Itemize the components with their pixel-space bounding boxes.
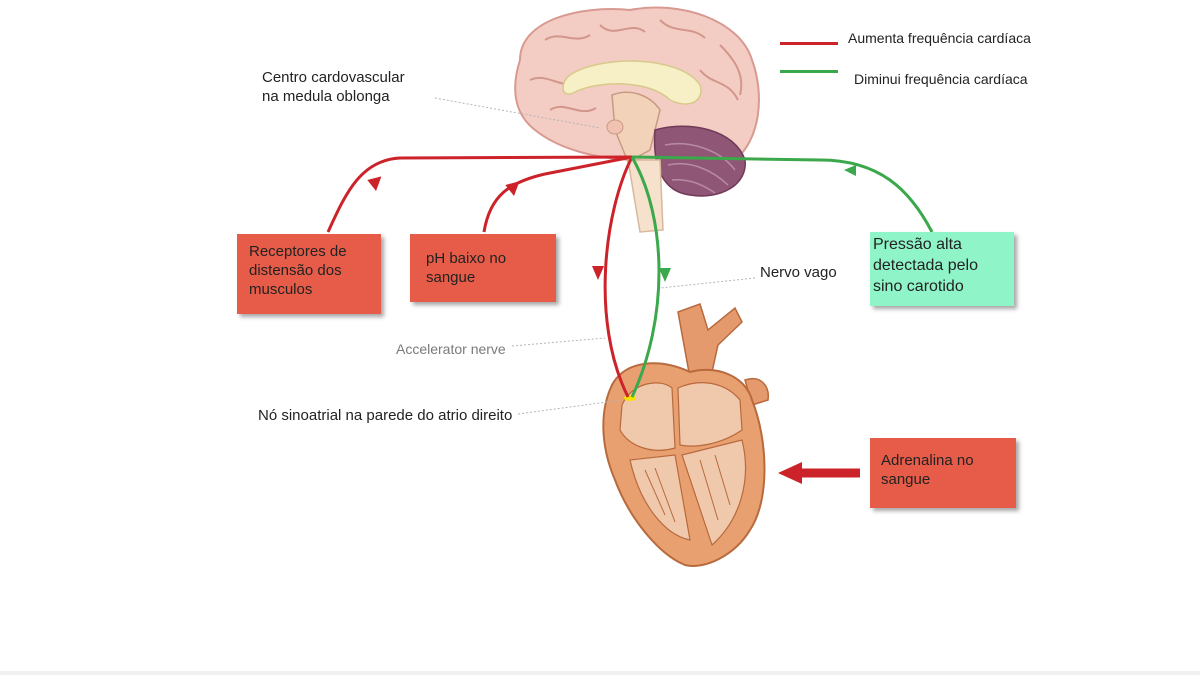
accelerator-nerve-label: Accelerator nerve xyxy=(396,341,506,357)
decrease-pathways xyxy=(630,155,934,398)
stretch-receptors-box: Receptores de distensão dos musculos xyxy=(237,234,381,314)
red-arrowhead-2 xyxy=(505,181,520,197)
green-arrowhead-2 xyxy=(659,268,671,282)
brain-illustration xyxy=(514,6,760,233)
sa-node-label: Nó sinoatrial na parede do atrio direito xyxy=(258,407,513,424)
red-arrowhead-1 xyxy=(367,176,382,192)
vagus-nerve-label: Nervo vago xyxy=(760,264,837,281)
cardio-center-label: Centro cardovascular na medula oblonga xyxy=(262,69,405,105)
legend-increase-label: Aumenta frequência cardíaca xyxy=(848,30,1031,46)
low-ph-box: pH baixo no sangue xyxy=(410,234,556,302)
high-pressure-box: Pressão alta detectada pelo sino carotid… xyxy=(870,232,1014,306)
legend-decrease-line xyxy=(780,70,838,73)
adrenaline-box: Adrenalina no sangue xyxy=(870,438,1016,508)
legend-decrease-label: Diminui frequência cardíaca xyxy=(854,71,1028,87)
stretch-receptors-text: Receptores de distensão dos musculos xyxy=(249,243,347,298)
bottom-divider xyxy=(0,671,1200,675)
adrenaline-text: Adrenalina no sangue xyxy=(881,452,974,488)
red-arrowhead-3 xyxy=(592,266,604,280)
leader-lines xyxy=(434,97,756,415)
green-arrowhead-1 xyxy=(844,165,856,176)
low-ph-text: pH baixo no sangue xyxy=(426,250,507,286)
high-pressure-text: Pressão alta detectada pelo sino carotid… xyxy=(873,236,978,295)
heart-illustration xyxy=(602,303,769,567)
legend-increase-line xyxy=(780,42,838,45)
increase-pathways xyxy=(326,155,634,398)
adrenaline-arrow xyxy=(778,462,860,484)
